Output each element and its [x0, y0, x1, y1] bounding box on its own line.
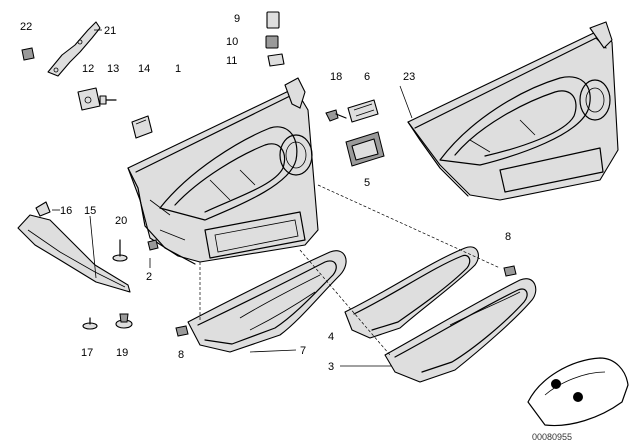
part-label-7: 7 — [300, 345, 306, 357]
pin-13 — [99, 95, 117, 105]
clip-8-right — [503, 265, 517, 277]
part-label-8-left: 8 — [178, 349, 184, 361]
screw-18 — [325, 109, 347, 122]
clip-16 — [35, 201, 51, 217]
switch-14 — [131, 115, 153, 139]
part-label-15: 15 — [84, 205, 96, 217]
part-label-23: 23 — [403, 71, 415, 83]
part-label-14: 14 — [138, 63, 150, 75]
right-door-trim-panel — [407, 21, 619, 201]
hinge-12 — [77, 87, 101, 111]
fastener-19 — [115, 313, 133, 329]
part-label-3: 3 — [328, 361, 334, 373]
bracket-15 — [17, 214, 131, 293]
part-label-17: 17 — [81, 347, 93, 359]
bracket-21 — [47, 21, 101, 77]
part-label-22: 22 — [20, 21, 32, 33]
part-label-12: 12 — [82, 63, 94, 75]
clip-8-left — [175, 325, 189, 337]
armrest-trim-right-lower — [384, 278, 537, 383]
part-label-21: 21 — [104, 25, 116, 37]
part-label-5: 5 — [364, 177, 370, 189]
part-label-20: 20 — [115, 215, 127, 227]
car-location-icon — [527, 357, 629, 427]
clip-22 — [21, 47, 35, 61]
part-label-1: 1 — [175, 63, 181, 75]
part-label-4: 4 — [328, 331, 334, 343]
buttons-9-10-11 — [265, 11, 285, 67]
image-code: 00080955 — [532, 432, 572, 442]
fastener-17 — [82, 317, 98, 330]
armrest-trim-left — [187, 250, 347, 353]
part-label-6: 6 — [364, 71, 370, 83]
part-label-13: 13 — [107, 63, 119, 75]
clip-2 — [147, 239, 159, 251]
bolt-20 — [112, 239, 128, 262]
grille-6 — [347, 99, 379, 123]
part-label-2: 2 — [146, 271, 152, 283]
part-label-10: 10 — [226, 36, 238, 48]
part-label-11: 11 — [226, 55, 237, 67]
switch-block-5 — [345, 131, 385, 167]
part-label-16: 16 — [60, 205, 72, 217]
left-door-trim-panel — [127, 77, 319, 265]
part-label-9: 9 — [234, 13, 240, 25]
armrest-trim-right-upper — [344, 246, 479, 339]
part-label-8-right: 8 — [505, 231, 511, 243]
part-label-18: 18 — [330, 71, 342, 83]
part-label-19: 19 — [116, 347, 128, 359]
